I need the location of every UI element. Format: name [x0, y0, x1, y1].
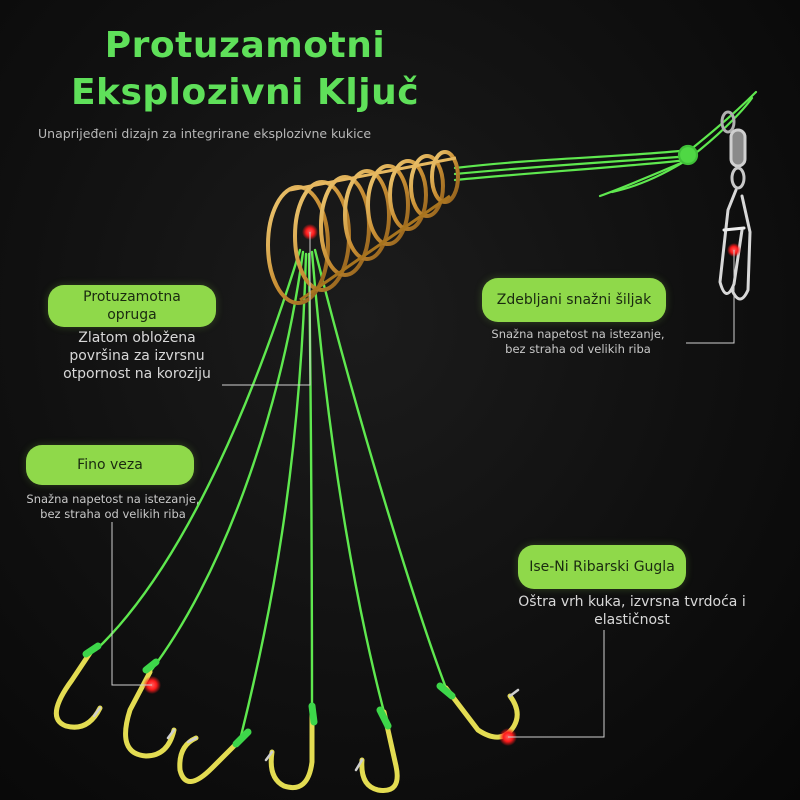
- hook-icon: [54, 642, 103, 730]
- title-line-1: Protuzamotni: [104, 25, 386, 66]
- connector-swivel: [686, 250, 735, 344]
- swivel-icon: [718, 110, 752, 301]
- page-title: Protuzamotni Eksplozivni Ključ: [60, 22, 430, 116]
- connector-spring: [222, 232, 311, 386]
- hook-icon: [177, 728, 252, 784]
- hook-icon: [436, 682, 520, 740]
- hook-description: Oštra vrh kuka, izvrsna tvrdoća i elasti…: [518, 594, 746, 628]
- hook-icon: [354, 706, 400, 793]
- hooks: [54, 642, 520, 793]
- spring-description: Zlatom obložena površina za izvrsnu otpo…: [63, 330, 211, 382]
- connector-line: [111, 522, 152, 686]
- title-line-2: Eksplozivni Ključ: [70, 72, 420, 113]
- subtitle: Unaprijeđeni dizajn za integrirane ekspl…: [38, 126, 372, 141]
- line-label: Fino veza: [26, 445, 194, 485]
- connector-hook: [508, 630, 605, 738]
- callout-connectors: [111, 232, 735, 738]
- spring-label: Protuzamotna opruga: [48, 285, 216, 327]
- swivel-description: Snažna napetost na istezanje, bez straha…: [491, 327, 665, 356]
- hook-icon: [264, 702, 318, 790]
- swivel-label: Zdebljani snažni šiljak: [482, 278, 666, 322]
- main-line: [453, 90, 758, 198]
- hook-icon: [123, 658, 177, 759]
- spring-icon: [266, 150, 460, 305]
- line-description: Snažna napetost na istezanje, bez straha…: [26, 492, 200, 521]
- hook-label: Ise-Ni Ribarski Gugla: [518, 545, 686, 589]
